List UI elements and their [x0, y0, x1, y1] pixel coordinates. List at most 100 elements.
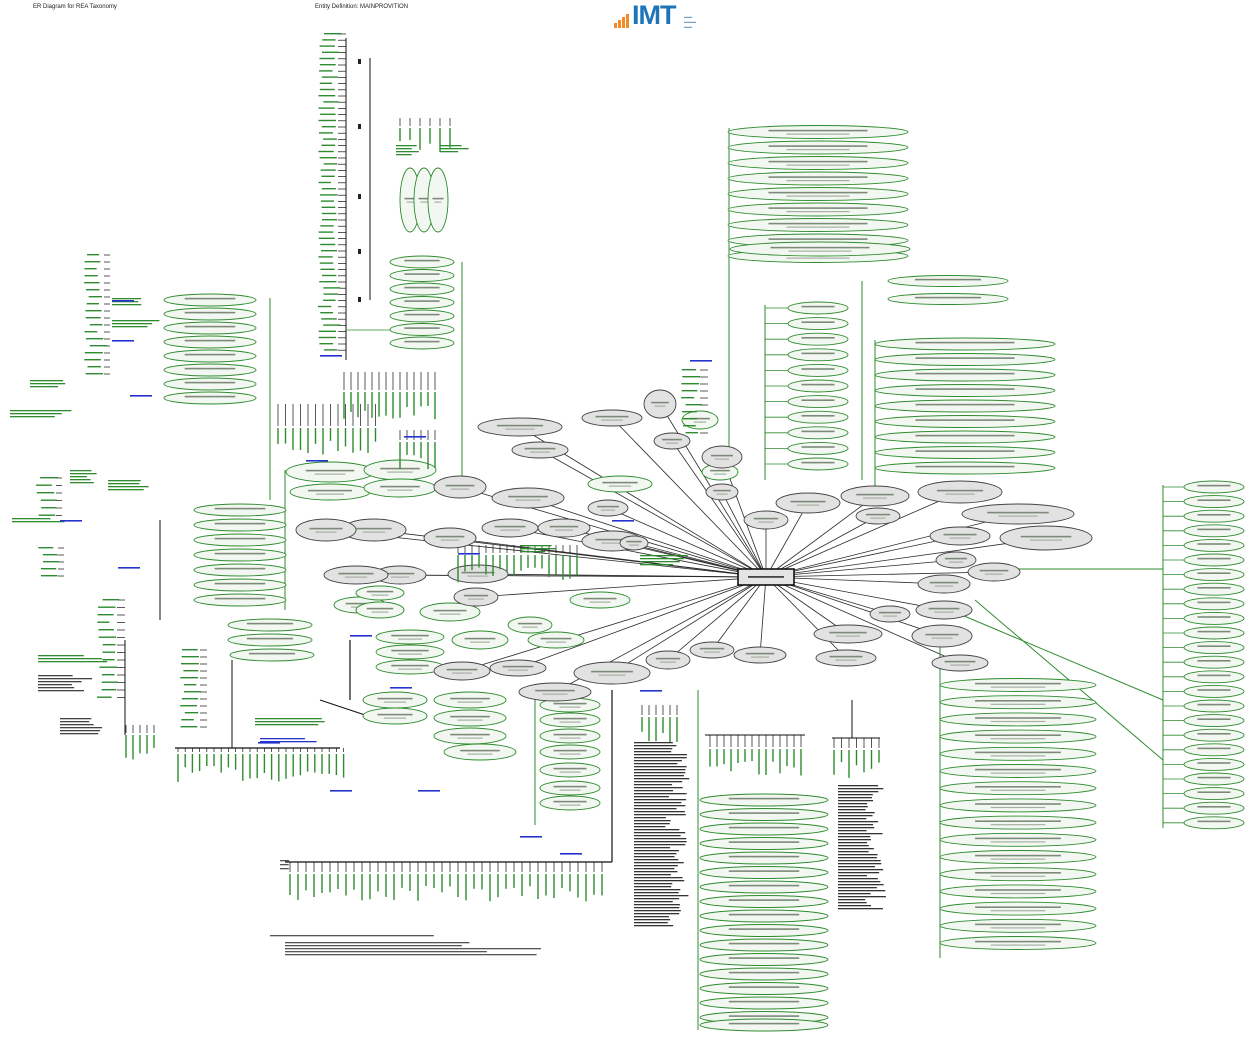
attribute-label	[352, 428, 354, 453]
attribute-label	[323, 287, 341, 289]
attribute-label	[401, 874, 403, 888]
entity-node	[939, 936, 1097, 950]
node-label-line	[915, 434, 1015, 437]
entity-node	[699, 953, 829, 966]
entity-node	[787, 301, 849, 315]
text-line	[280, 860, 289, 862]
node-label-line	[915, 278, 981, 281]
node-label-line	[990, 720, 1046, 723]
attribute-label	[685, 432, 699, 434]
attribute-label	[318, 237, 335, 239]
attribute-label	[669, 717, 671, 743]
text-line	[634, 778, 690, 780]
attribute-label	[329, 874, 331, 893]
node-label-line	[728, 971, 800, 974]
entity-node	[939, 850, 1097, 864]
text-line	[634, 910, 681, 912]
node-label-line	[432, 197, 444, 200]
attribute-label	[683, 425, 696, 427]
attribute-label	[242, 754, 244, 781]
node-label-line	[309, 527, 343, 530]
attribute-label	[323, 324, 341, 326]
attribute-label	[307, 428, 309, 454]
entity-node	[699, 967, 829, 981]
relationship-spoke	[765, 535, 961, 578]
entity-node	[163, 293, 257, 307]
reference-link	[640, 690, 662, 692]
relationship-node	[917, 574, 971, 594]
node-label-line	[1197, 747, 1231, 750]
node-label-line	[362, 531, 386, 533]
attribute-label	[125, 735, 127, 758]
text-line	[255, 718, 322, 720]
entity-node	[939, 746, 1097, 761]
node-label-line	[975, 803, 1061, 805]
relationship-node	[701, 445, 743, 469]
relationship-node	[813, 624, 883, 644]
node-label-line	[450, 715, 490, 718]
text-line	[634, 883, 673, 885]
relationship-node	[447, 564, 509, 584]
node-label-line	[398, 653, 422, 655]
text-line	[634, 823, 670, 825]
node-label-line	[542, 693, 568, 695]
entity-node	[389, 296, 455, 309]
attribute-label	[85, 289, 100, 291]
attribute-label	[319, 262, 334, 264]
attribute-label	[319, 70, 333, 72]
node-label-line	[915, 341, 1015, 344]
relationship-node	[840, 485, 910, 507]
attribute-label	[270, 754, 273, 780]
text-line	[440, 148, 469, 150]
node-label-line	[214, 597, 266, 600]
node-label-line	[1197, 806, 1231, 808]
text-line	[634, 829, 680, 831]
attribute-label	[87, 366, 101, 368]
node-label-line	[801, 430, 835, 433]
node-label-line	[758, 521, 774, 523]
node-label-line	[801, 337, 835, 339]
attribute-label	[506, 555, 508, 573]
text-line	[10, 410, 72, 412]
attribute-label	[513, 555, 515, 575]
node-label-line	[1197, 587, 1231, 589]
attribute-label	[378, 392, 380, 417]
text-line	[634, 913, 680, 915]
relationship-spoke	[765, 513, 1019, 578]
node-label-line	[728, 986, 800, 988]
node-label-line	[184, 353, 236, 356]
attribute-label	[335, 754, 338, 776]
relationship-node	[653, 432, 691, 450]
attribute-label	[153, 735, 155, 748]
node-label-line	[990, 806, 1046, 809]
attribute-label	[322, 39, 336, 41]
reference-link	[520, 836, 542, 838]
node-label-line	[915, 372, 1015, 375]
entity-node	[699, 880, 829, 894]
text-line	[838, 863, 882, 865]
attribute-label	[337, 874, 339, 890]
text-line	[634, 853, 677, 855]
attribute-label	[364, 392, 366, 411]
entity-node	[1183, 626, 1245, 640]
entity-node	[539, 762, 601, 778]
text-line	[838, 833, 883, 835]
node-label-line	[305, 469, 355, 472]
node-label-line	[915, 403, 1015, 406]
text-line	[60, 733, 99, 735]
entity-node	[539, 712, 601, 728]
node-label-line	[1197, 572, 1231, 574]
node-label-line	[654, 405, 666, 407]
node-label-line	[601, 542, 623, 544]
text-line	[838, 884, 884, 886]
text-line	[838, 875, 868, 877]
entity-node	[787, 426, 849, 440]
relationship-node	[433, 475, 487, 499]
entity-node	[939, 867, 1097, 882]
node-label-line	[1197, 499, 1231, 501]
text-line	[634, 775, 684, 777]
attribute-label	[328, 754, 330, 774]
node-label-line	[338, 572, 374, 575]
attribute-label	[249, 754, 251, 779]
entity-node	[787, 348, 849, 362]
